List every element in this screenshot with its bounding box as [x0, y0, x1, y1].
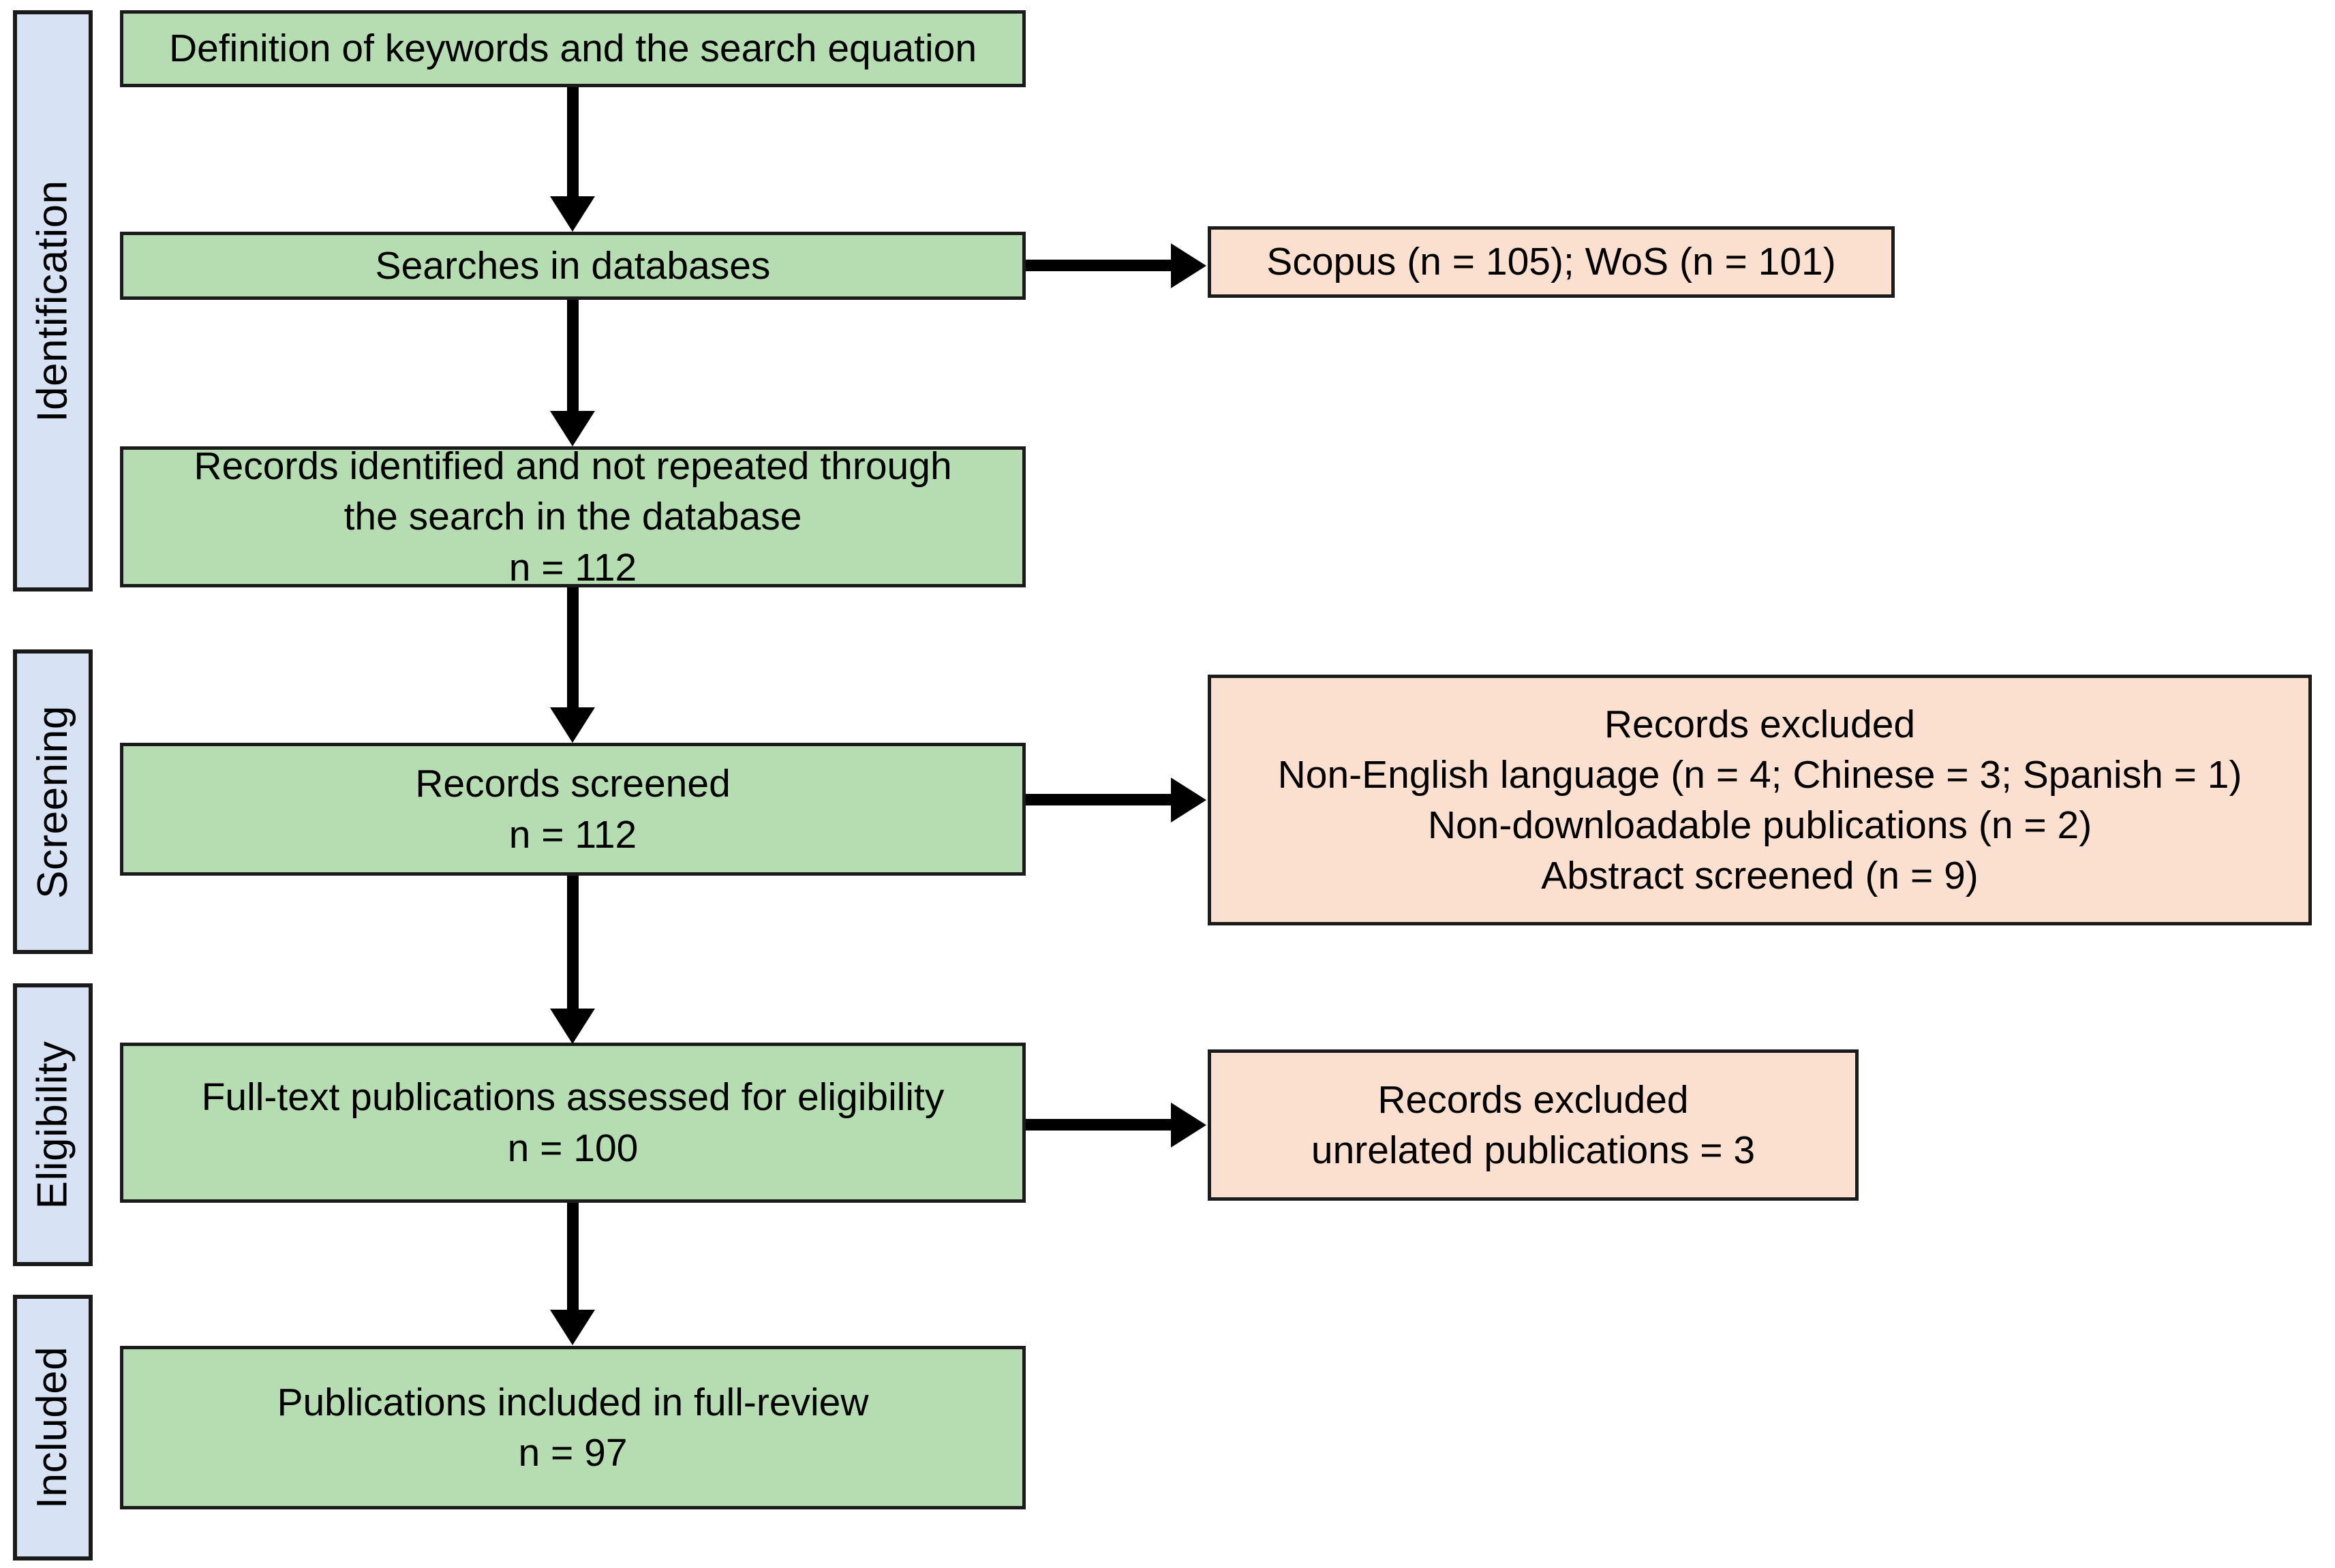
node-definition-keywords: Definition of keywords and the search eq…	[120, 10, 1026, 87]
node-database-counts: Scopus (n = 105); WoS (n = 101)	[1208, 226, 1895, 298]
arrow-screened-to-fulltext-shaft	[567, 876, 579, 1012]
arrow-fulltext-to-excluded-head	[1171, 1103, 1206, 1148]
arrow-searches-to-identified-head	[550, 411, 595, 446]
node-definition-keywords-line-1: Definition of keywords and the search eq…	[168, 27, 977, 71]
arrow-screened-to-excluded-shaft	[1026, 794, 1172, 805]
node-records-identified-line-2: the search in the database	[344, 495, 802, 539]
stage-included-label: Included	[29, 1346, 76, 1509]
stage-included: Included	[13, 1295, 93, 1561]
arrow-identified-to-screened-shaft	[567, 587, 579, 710]
node-records-excluded-screening-line-4: Abstract screened (n = 9)	[1541, 854, 1979, 898]
stage-eligibility-label: Eligibility	[29, 1041, 76, 1209]
stage-screening: Screening	[13, 649, 93, 954]
arrow-screened-to-fulltext-head	[550, 1009, 595, 1044]
node-fulltext-assessed-count: n = 100	[507, 1126, 639, 1170]
node-records-excluded-screening: Records excluded Non-English language (n…	[1208, 675, 2312, 925]
node-records-excluded-eligibility-title: Records excluded	[1377, 1077, 1689, 1122]
node-searches-databases-line-1: Searches in databases	[375, 243, 771, 288]
node-records-screened-line-1: Records screened	[415, 762, 731, 806]
arrow-fulltext-to-included-head	[550, 1310, 595, 1345]
node-publications-included-count: n = 97	[518, 1431, 628, 1475]
stage-identification: Identification	[13, 10, 93, 591]
stage-screening-label: Screening	[29, 705, 76, 899]
node-records-excluded-screening-line-2: Non-English language (n = 4; Chinese = 3…	[1277, 752, 2242, 797]
node-fulltext-assessed: Full-text publications assessed for elig…	[120, 1043, 1026, 1203]
stage-eligibility: Eligibility	[13, 983, 93, 1266]
arrow-identified-to-screened-head	[550, 707, 595, 743]
node-records-identified: Records identified and not repeated thro…	[120, 444, 1026, 589]
arrow-searches-to-databases-head	[1171, 243, 1206, 288]
node-records-excluded-screening-line-3: Non-downloadable publications (n = 2)	[1427, 803, 2092, 847]
node-records-excluded-eligibility-line-2: unrelated publications = 3	[1311, 1128, 1756, 1172]
node-fulltext-assessed-line-1: Full-text publications assessed for elig…	[201, 1075, 945, 1120]
arrow-fulltext-to-excluded-shaft	[1026, 1119, 1172, 1131]
node-database-counts-line-1: Scopus (n = 105); WoS (n = 101)	[1266, 240, 1836, 284]
arrow-fulltext-to-included-shaft	[567, 1203, 579, 1312]
node-records-screened: Records screened n = 112	[120, 743, 1026, 876]
node-publications-included-line-1: Publications included in full-review	[277, 1380, 869, 1424]
stage-identification-label: Identification	[29, 179, 76, 422]
node-records-excluded-eligibility: Records excluded unrelated publications …	[1208, 1049, 1859, 1201]
node-records-identified-count: n = 112	[508, 545, 637, 589]
arrow-screened-to-excluded-head	[1171, 778, 1206, 823]
node-searches-databases: Searches in databases	[120, 232, 1026, 300]
arrow-definition-to-searches-head	[550, 196, 595, 232]
node-records-identified-line-1: Records identified and not repeated thro…	[194, 444, 952, 489]
arrow-definition-to-searches-shaft	[567, 87, 579, 200]
node-publications-included: Publications included in full-review n =…	[120, 1346, 1026, 1509]
arrow-searches-to-databases-shaft	[1026, 260, 1172, 271]
node-records-screened-count: n = 112	[508, 812, 637, 857]
node-records-excluded-screening-title: Records excluded	[1604, 702, 1916, 746]
arrow-searches-to-identified-shaft	[567, 300, 579, 414]
